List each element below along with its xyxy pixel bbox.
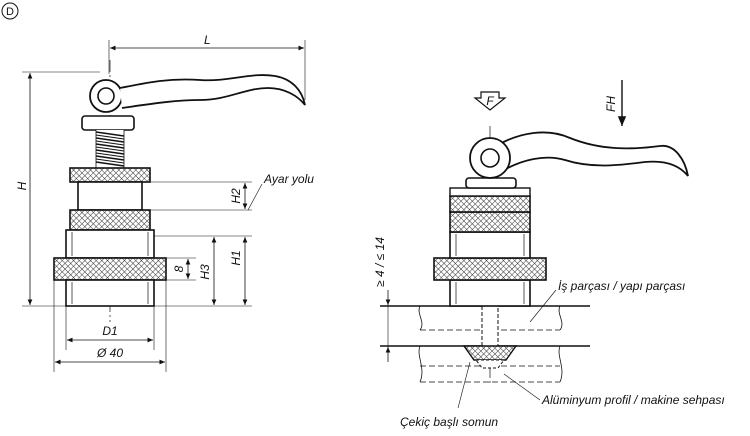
washer-right	[465, 177, 517, 189]
middle-knurled-ring-left	[69, 209, 151, 231]
washer-left	[81, 115, 135, 131]
label-aluminyum-profil: Alüminyum profil / makine sehpası	[541, 393, 725, 407]
right-dimensions	[380, 80, 627, 409]
dim-H3: H3	[198, 264, 212, 280]
bolt-right	[481, 305, 499, 347]
dim-clamp-range: ≥ 4 / ≤ 14	[373, 237, 387, 287]
middle-knurled-ring-right	[449, 211, 531, 233]
shaft-left	[77, 181, 143, 211]
dim-L: L	[204, 33, 211, 47]
label-ayar-yolu: Ayar yolu	[263, 172, 314, 186]
leader-cekic	[457, 361, 471, 409]
spring-left	[95, 130, 125, 168]
threaded-body-left	[65, 229, 155, 259]
dim-D1: D1	[102, 324, 117, 338]
dim-diameter-40: Ø 40	[96, 346, 123, 360]
knurled-flange-right	[433, 257, 547, 281]
lower-thread-right	[449, 279, 531, 307]
dim-8: 8	[172, 265, 186, 272]
leader-is-parcasi	[529, 289, 557, 323]
left-dimensions	[22, 40, 306, 372]
cam-lever-right	[469, 131, 689, 179]
hammer-nut	[462, 345, 518, 361]
force-F-label: F	[486, 94, 494, 108]
force-FH-label: FH	[604, 96, 618, 112]
threaded-body-right	[449, 231, 531, 259]
lower-thread-left	[65, 279, 155, 307]
cam-lever-left	[89, 74, 306, 113]
dim-H2: H2	[229, 188, 243, 204]
label-cekic-basli-somun: Çekiç başlı somun	[400, 415, 498, 429]
left-view	[53, 60, 306, 322]
view-marker-label: D	[6, 6, 14, 18]
right-view	[380, 126, 689, 384]
label-is-parcasi: İş parçası / yapı parçası	[558, 279, 685, 293]
top-knurled-nut-left	[69, 167, 151, 183]
dim-H: H	[15, 181, 29, 190]
view-marker: D	[1, 2, 19, 20]
force-F-arrow	[473, 91, 507, 111]
dim-H1: H1	[229, 250, 243, 265]
leader-aluminyum	[503, 373, 541, 401]
upper-knurled-ring-right	[449, 195, 531, 213]
knurled-flange-left	[53, 257, 167, 281]
